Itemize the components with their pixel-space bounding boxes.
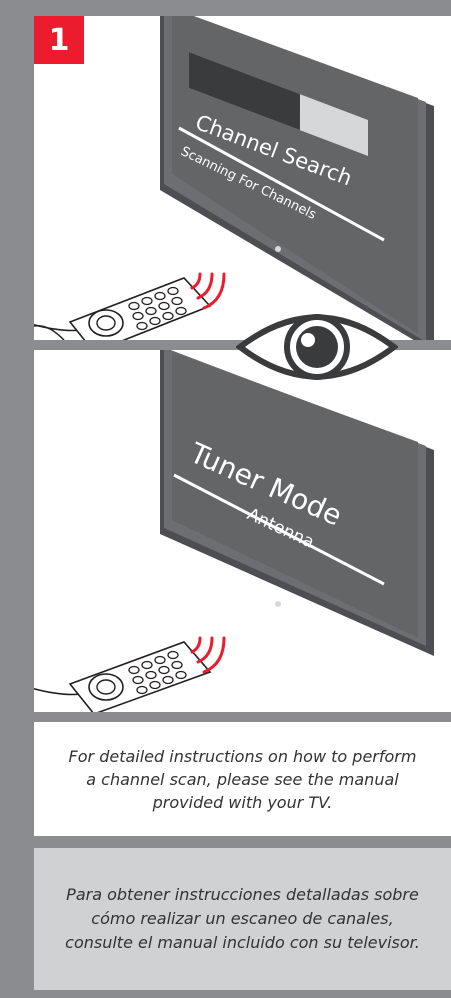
frame-lower-bar <box>0 712 451 722</box>
panel-channel-search: Channel Search Scanning For Channels <box>34 16 451 340</box>
frame-bottom-bar <box>0 990 451 998</box>
note-spanish-text: Para obtener instrucciones detalladas so… <box>34 883 451 955</box>
note-spanish: Para obtener instrucciones detalladas so… <box>34 848 451 990</box>
remote-control-icon <box>34 642 210 712</box>
note-english: For detailed instructions on how to perf… <box>34 722 451 836</box>
panel-tuner-mode: Tuner Mode Antenna <box>34 350 451 712</box>
eye-icon <box>236 306 398 388</box>
channel-search-scene: Channel Search Scanning For Channels <box>34 16 451 340</box>
frame-left-bar <box>0 0 34 998</box>
note-english-text: For detailed instructions on how to perf… <box>34 745 451 814</box>
frame-divider-bar <box>0 836 451 848</box>
frame-top-bar <box>0 0 451 16</box>
step-number-badge: 1 <box>34 16 84 64</box>
tuner-mode-scene: Tuner Mode Antenna <box>34 350 451 712</box>
remote-control-icon <box>34 278 210 340</box>
